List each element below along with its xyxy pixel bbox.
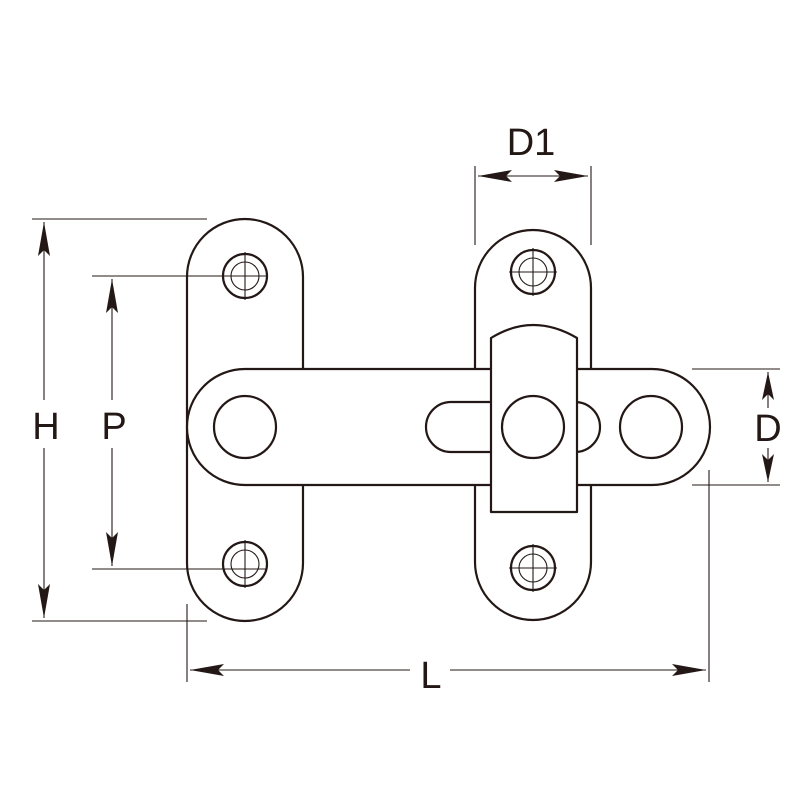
h-top-arrow — [38, 222, 50, 256]
dimension-d: D — [692, 368, 788, 486]
d-bottom-arrow — [762, 454, 774, 482]
d1-label: D1 — [507, 122, 556, 164]
p-label: P — [101, 406, 126, 448]
h-label: H — [32, 406, 59, 448]
dimension-h: H — [26, 218, 207, 622]
l-left-arrow — [190, 664, 224, 676]
bar-right-hole — [618, 394, 684, 460]
d1-left-arrow — [478, 170, 512, 182]
dimension-p: P — [94, 279, 132, 566]
l-label: L — [420, 655, 441, 697]
dimension-d1: D1 — [474, 122, 592, 245]
sliding-bar — [185, 367, 712, 487]
d-label: D — [754, 408, 781, 450]
h-bottom-arrow — [38, 584, 50, 618]
guide-bracket — [489, 323, 579, 514]
bar-left-hole — [212, 394, 278, 460]
bracket-pin — [500, 394, 566, 460]
p-top-arrow — [106, 279, 118, 313]
d-top-arrow — [762, 372, 774, 400]
l-right-arrow — [672, 664, 706, 676]
p-bottom-arrow — [106, 532, 118, 566]
dimension-l: L — [186, 470, 710, 697]
d1-right-arrow — [554, 170, 588, 182]
